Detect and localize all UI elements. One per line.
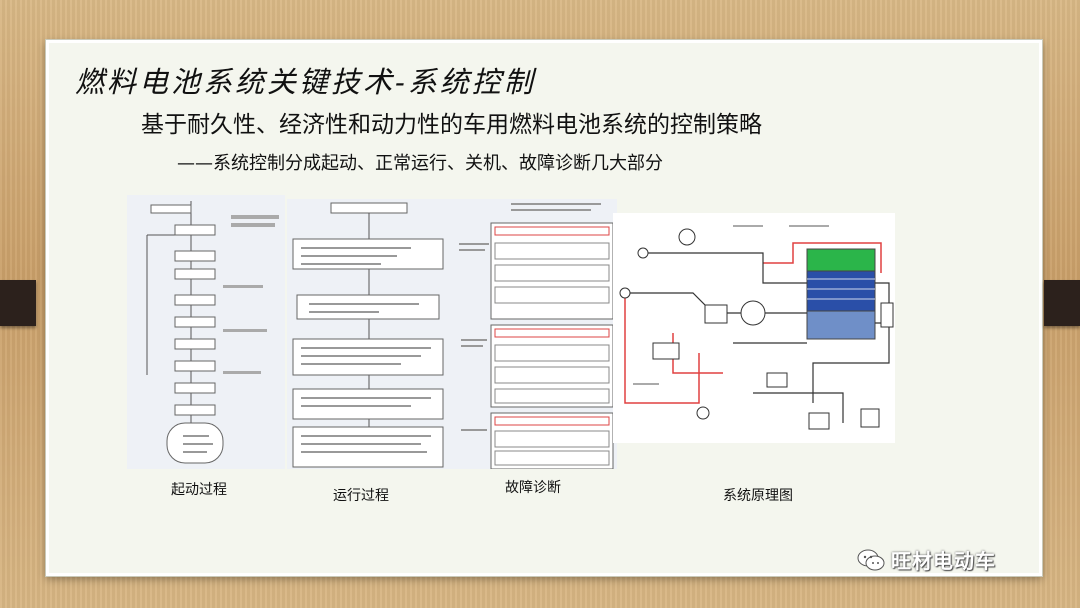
fault-diagnosis-flowchart [455, 199, 617, 469]
slide-board: 燃料电池系统关键技术-系统控制 基于耐久性、经济性和动力性的车用燃料电池系统的控… [46, 40, 1042, 576]
running-flowchart [287, 199, 455, 469]
startup-flowchart [127, 195, 285, 469]
slide-subnote: ——系统控制分成起动、正常运行、关机、故障诊断几大部分 [177, 153, 663, 174]
caption-running: 运行过程 [333, 488, 389, 504]
wechat-icon [857, 549, 885, 571]
fault-diagnosis-graphic [455, 199, 617, 469]
binder-clip-left [0, 280, 36, 326]
slide-subtitle: 基于耐久性、经济性和动力性的车用燃料电池系统的控制策略 [141, 112, 762, 138]
caption-schematic: 系统原理图 [723, 488, 793, 504]
watermark-text: 旺材电动车 [891, 549, 996, 573]
slide-title: 燃料电池系统关键技术-系统控制 [75, 65, 536, 99]
caption-fault: 故障诊断 [505, 480, 561, 496]
watermark: 旺材电动车 [857, 545, 996, 574]
binder-clip-right [1044, 280, 1080, 326]
system-schematic [613, 213, 895, 443]
caption-startup: 起动过程 [171, 482, 227, 498]
startup-flowchart-graphic [127, 195, 285, 469]
system-schematic-graphic [613, 213, 895, 443]
running-flowchart-graphic [287, 199, 455, 469]
